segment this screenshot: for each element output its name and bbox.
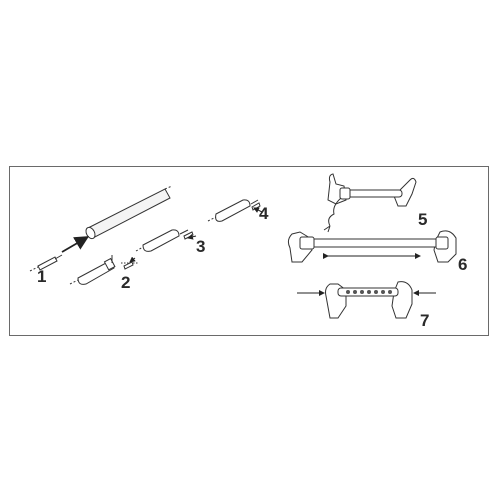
step-5-label: 5 xyxy=(418,210,427,229)
hands-step-5 xyxy=(323,173,417,233)
step-2-label: 2 xyxy=(121,273,130,292)
hands-step-7 xyxy=(297,281,436,319)
end-cap-4 xyxy=(207,199,263,222)
plug-pin-1 xyxy=(29,254,63,272)
step-1-label: 1 xyxy=(37,267,46,286)
insert-arrow xyxy=(61,236,90,253)
step-3-label: 3 xyxy=(196,237,205,256)
end-cap-2 xyxy=(69,255,116,285)
long-tube xyxy=(85,185,173,240)
step-7-label: 7 xyxy=(420,311,429,330)
end-cap-3 xyxy=(135,229,197,252)
plug-pin-2 xyxy=(121,256,138,270)
step-4-label: 4 xyxy=(259,204,269,223)
hands-step-6 xyxy=(287,230,457,263)
step-6-label: 6 xyxy=(458,255,467,274)
